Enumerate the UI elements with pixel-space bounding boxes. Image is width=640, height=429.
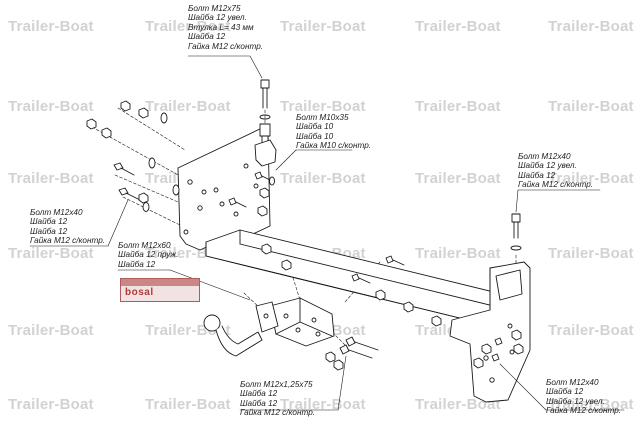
bolts <box>113 79 522 362</box>
callout-line: Шайба 12 <box>188 32 226 42</box>
watermark-text: Trailer-Boat <box>145 396 231 413</box>
brand-label: bosal <box>125 287 154 298</box>
nuts-washers <box>86 100 524 371</box>
plate-stripe <box>121 279 199 286</box>
watermark-text: Trailer-Boat <box>548 18 634 35</box>
tow-ball <box>203 314 263 357</box>
callout-line: Болт М12x40 <box>518 152 571 161</box>
callout-line: Шайба 12 увел. <box>546 396 605 406</box>
watermark-text: Trailer-Boat <box>8 396 94 413</box>
callout-line: Гайка М12 с/контр. <box>546 406 622 416</box>
leader-lines <box>29 55 625 411</box>
watermark-text: Trailer-Boat <box>548 98 634 115</box>
callout-line: Шайба 12 <box>518 170 556 180</box>
watermark-text: Trailer-Boat <box>8 245 94 262</box>
callout-line: Шайба 10 <box>296 122 334 132</box>
callout-line: Болт М12x40 <box>546 378 599 387</box>
ball-mount-plate <box>255 297 335 347</box>
callout-line: Шайба 12 увел. <box>188 13 247 23</box>
watermark-text: Trailer-Boat <box>548 396 634 413</box>
callout-line: Болт М12x1,25x75 <box>240 380 313 389</box>
callout-line: Втулка L= 43 мм <box>188 22 254 32</box>
watermark-text: Trailer-Boat <box>415 98 501 115</box>
watermark-text: Trailer-Boat <box>548 170 634 187</box>
callout-line: Болт М12x40 <box>30 208 83 217</box>
callout-line: Шайба 12 <box>240 389 278 399</box>
watermark-text: Trailer-Boat <box>280 396 366 413</box>
callout-line: Гайка М10 с/контр. <box>296 141 372 151</box>
watermark-text: Trailer-Boat <box>145 18 231 35</box>
callout-line: Гайка М12 с/контр. <box>240 408 316 418</box>
callout-line: Шайба 10 <box>296 131 334 141</box>
bosal-brand-plate: bosal <box>120 278 200 302</box>
callout-line: Болт М12x60 <box>118 241 171 250</box>
callout-line: Шайба 12 <box>30 217 68 227</box>
watermark-text: Trailer-Boat <box>280 18 366 35</box>
watermark-text: Trailer-Boat <box>280 170 366 187</box>
watermark-text: Trailer-Boat <box>415 245 501 262</box>
watermark-text: Trailer-Boat <box>8 18 94 35</box>
watermark-text: Trailer-Boat <box>8 170 94 187</box>
watermark-text: Trailer-Boat <box>415 18 501 35</box>
callout-line: Шайба 12 <box>30 226 68 236</box>
callout-line: Шайба 12 увел. <box>518 161 577 171</box>
watermark-text: Trailer-Boat <box>415 396 501 413</box>
right-bracket <box>449 261 531 403</box>
watermark-text: Trailer-Boat <box>8 322 94 339</box>
watermark-text: Trailer-Boat <box>415 170 501 187</box>
callout-line: Гайка М12 с/контр. <box>30 236 106 246</box>
watermark-text: Trailer-Boat <box>548 322 634 339</box>
callout-line: Болт М12x75 <box>188 4 241 13</box>
callout-line: Гайка М12 с/контр. <box>188 41 264 51</box>
callout-line: Шайба 12 <box>118 259 156 269</box>
callout-line: Болт М10x35 <box>296 113 349 122</box>
watermark-text: Trailer-Boat <box>145 98 231 115</box>
watermark-text: Trailer-Boat <box>280 98 366 115</box>
callout-line: Шайба 12 <box>240 398 278 408</box>
callout-line: Шайба 12 пруж. <box>118 250 179 260</box>
watermark-text: Trailer-Boat <box>8 98 94 115</box>
watermark-text: Trailer-Boat <box>548 245 634 262</box>
callout-line: Гайка М12 с/контр. <box>518 180 594 190</box>
callout-line: Шайба 12 <box>546 387 584 397</box>
